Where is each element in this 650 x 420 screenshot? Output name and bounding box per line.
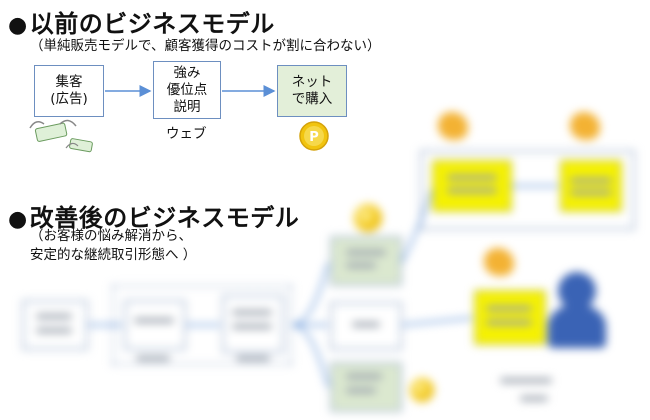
before-title: ●以前のビジネスモデル xyxy=(8,4,275,39)
bird-icon xyxy=(570,112,600,140)
yellow-box xyxy=(560,160,622,212)
coin-icon xyxy=(354,204,382,232)
bullet-dot-icon: ● xyxy=(8,13,28,38)
coin-letter: P xyxy=(309,130,319,145)
green-box xyxy=(330,236,402,286)
yellow-box xyxy=(432,160,512,212)
bullet-dot-icon: ● xyxy=(8,207,28,232)
bird-icon xyxy=(484,248,514,276)
white-box xyxy=(124,300,186,350)
yellow-box xyxy=(474,290,546,345)
before-subtitle: （単純販売モデルで、顧客獲得のコストが割に合わない） xyxy=(30,38,381,54)
after-subtitle-line1: （お客様の悩み解消から、 xyxy=(30,228,192,244)
bird-icon xyxy=(438,112,468,140)
coin-icon xyxy=(299,121,329,151)
box-attract-customers: 集客 (広告) xyxy=(34,65,104,117)
white-box xyxy=(22,300,88,350)
green-box xyxy=(330,362,402,412)
web-label: ウェブ xyxy=(166,126,207,142)
person-icon xyxy=(558,272,596,310)
before-title-text: 以前のビジネスモデル xyxy=(29,10,275,38)
coin-icon xyxy=(410,378,434,402)
flying-money-icon xyxy=(29,119,93,153)
after-subtitle-line2: 安定的な継続取引形態へ ） xyxy=(30,247,197,263)
box-strengths: 強み 優位点 説明 xyxy=(153,61,221,119)
after-title: ●改善後のビジネスモデル xyxy=(8,198,299,233)
box-buy-online: ネット で購入 xyxy=(277,65,347,117)
after-title-text: 改善後のビジネスモデル xyxy=(29,204,300,232)
